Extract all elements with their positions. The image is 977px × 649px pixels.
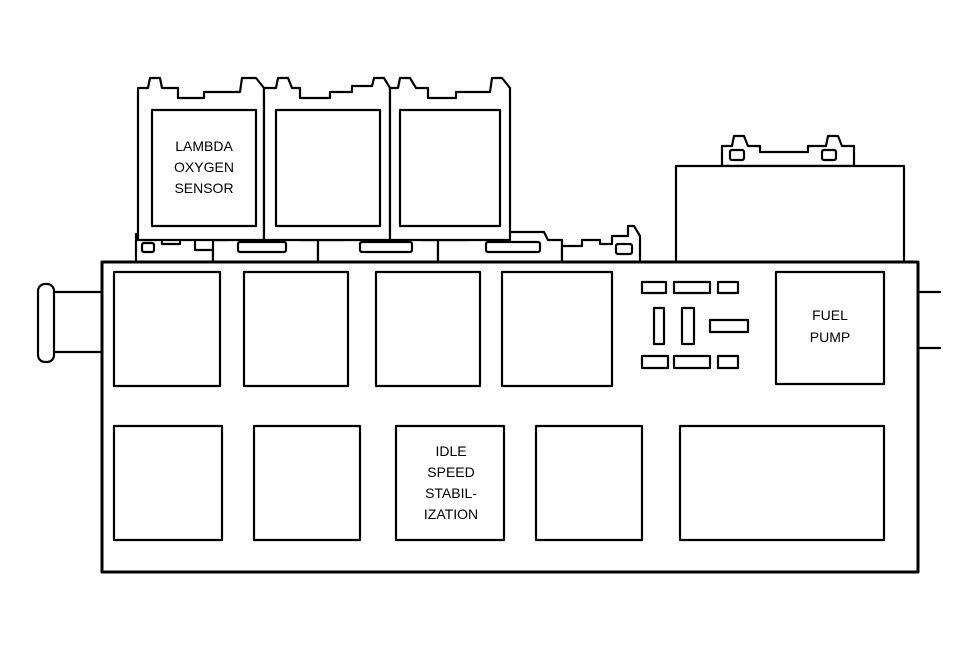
bottom-row-slots xyxy=(112,424,886,542)
tall-relay-3 xyxy=(388,76,512,242)
idle-label-line-1: IDLE xyxy=(435,443,466,459)
slot-bottom-5 xyxy=(678,424,886,542)
idle-label-line-2: SPEED xyxy=(427,464,474,480)
lambda-label-line-3: SENSOR xyxy=(174,180,233,196)
top-row-slots xyxy=(112,270,886,388)
idle-speed-label: IDLE SPEED STABIL- IZATION xyxy=(424,443,478,522)
fuel-pump-label-line-2: PUMP xyxy=(810,329,850,345)
slot-top-1 xyxy=(112,270,222,388)
fuel-pump-slot xyxy=(774,270,886,386)
slot-top-4 xyxy=(500,270,614,388)
tall-relay-1 xyxy=(136,76,266,242)
idle-label-line-3: STABIL- xyxy=(425,485,477,501)
idle-label-line-4: IZATION xyxy=(424,506,478,522)
slot-top-2 xyxy=(242,270,350,388)
tall-relay-2 xyxy=(262,76,392,242)
fuel-pump-label: FUEL PUMP xyxy=(810,307,850,345)
lambda-label-line-2: OXYGEN xyxy=(174,159,234,175)
idle-speed-slot xyxy=(394,424,506,542)
slot-bottom-1 xyxy=(112,424,224,542)
fuel-pump-label-line-1: FUEL xyxy=(812,307,848,323)
right-housing xyxy=(674,134,906,266)
small-fuse-cluster xyxy=(640,280,750,370)
right-shaft xyxy=(916,290,942,350)
slot-top-3 xyxy=(374,270,482,388)
left-shaft xyxy=(36,282,104,364)
lambda-sensor-label: LAMBDA OXYGEN SENSOR xyxy=(174,138,234,196)
slot-bottom-4 xyxy=(534,424,644,542)
lambda-label-line-1: LAMBDA xyxy=(175,138,233,154)
slot-bottom-2 xyxy=(252,424,362,542)
